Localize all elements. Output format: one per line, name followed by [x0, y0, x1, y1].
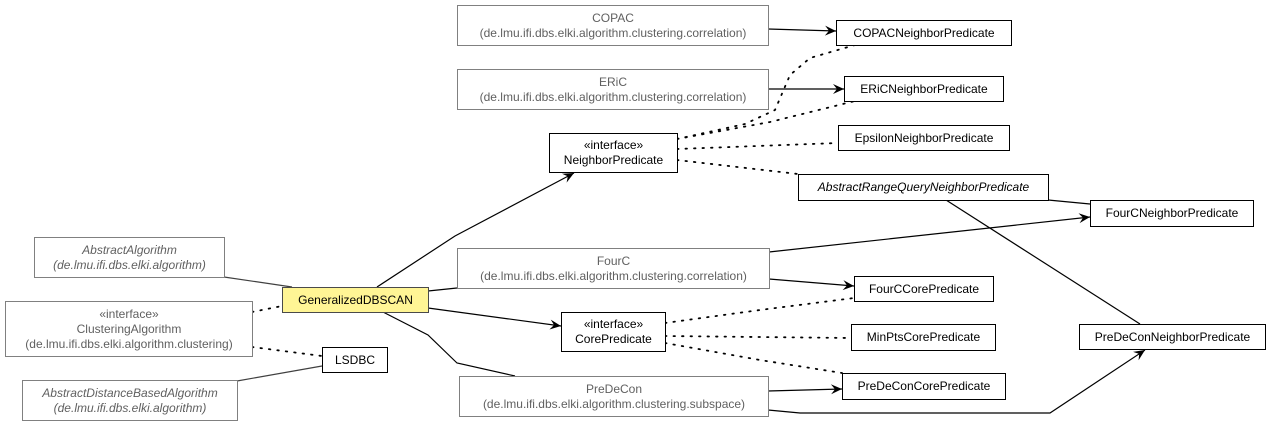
node-name: FourC [596, 253, 631, 268]
edge-gdbscan-abstract-algorithm [223, 276, 293, 288]
node-package: (de.lmu.ifi.dbs.elki.algorithm.clusterin… [480, 268, 747, 283]
node-name: NeighborPredicate [563, 153, 664, 167]
edge-gdbscan-clustering-algorithm [251, 305, 283, 313]
edge-gdbscan-predecon [382, 311, 516, 377]
edge-fourc-fourc-neighbor-predicate [768, 213, 1091, 253]
node-clustering-algorithm[interactable]: «interface» ClusteringAlgorithm (de.lmu.… [5, 301, 253, 357]
edge-lsdbc-abstract-distance-based-algorithm [236, 365, 323, 382]
node-name: FourCNeighborPredicate [1105, 206, 1239, 220]
node-core-predicate[interactable]: «interface» CorePredicate [561, 312, 666, 352]
node-abstract-algorithm[interactable]: AbstractAlgorithm (de.lmu.ifi.dbs.elki.a… [34, 237, 225, 278]
node-name: GeneralizedDBSCAN [298, 292, 413, 307]
edge-minpts-core-core-predicate [664, 335, 852, 339]
node-name: AbstractDistanceBasedAlgorithm [42, 385, 218, 400]
node-stereotype: «interface» [99, 306, 159, 321]
node-name: CorePredicate [575, 332, 652, 346]
edge-gdbscan-fourc [427, 287, 458, 292]
node-name: ERiC [598, 74, 627, 89]
edge-predecon-predecon-neighbor-predicate [767, 349, 1146, 414]
node-fourc[interactable]: FourC (de.lmu.ifi.dbs.elki.algorithm.clu… [457, 248, 770, 289]
node-name: EpsilonNeighborPredicate [854, 130, 994, 145]
node-package: (de.lmu.ifi.dbs.elki.algorithm.clusterin… [479, 25, 747, 40]
edge-arq-np-neighbor-predicate [676, 159, 799, 175]
node-epsilon-neighbor-predicate[interactable]: EpsilonNeighborPredicate [838, 125, 1010, 151]
node-name: ERiCNeighborPredicate [860, 81, 988, 96]
node-abstract-range-query-neighbor-predicate[interactable]: AbstractRangeQueryNeighborPredicate [798, 174, 1049, 201]
node-stereotype: «interface» [583, 138, 644, 152]
node-name: AbstractAlgorithm [82, 242, 177, 257]
edge-gdbscan-core-predicate [427, 307, 562, 330]
node-name: AbstractRangeQueryNeighborPredicate [817, 180, 1030, 194]
node-package: (de.lmu.ifi.dbs.elki.algorithm) [53, 400, 207, 415]
node-generalized-dbscan[interactable]: GeneralizedDBSCAN [282, 287, 429, 313]
node-fourc-neighbor-predicate[interactable]: FourCNeighborPredicate [1090, 200, 1254, 227]
edge-predecon-core-core-predicate [664, 342, 843, 374]
node-predecon[interactable]: PreDeCon (de.lmu.ifi.dbs.elki.algorithm.… [459, 376, 769, 417]
node-copac[interactable]: COPAC (de.lmu.ifi.dbs.elki.algorithm.clu… [457, 5, 769, 46]
edge-predecon-np-arq-np [945, 199, 1141, 325]
node-package: (de.lmu.ifi.dbs.elki.algorithm.clusterin… [482, 396, 746, 411]
node-name: PreDeCon [585, 381, 643, 396]
node-minpts-core-predicate[interactable]: MinPtsCorePredicate [851, 324, 996, 351]
node-fourc-core-predicate[interactable]: FourCCorePredicate [854, 276, 994, 302]
node-neighbor-predicate[interactable]: «interface» NeighborPredicate [549, 133, 678, 173]
node-lsdbc[interactable]: LSDBC [322, 347, 388, 373]
edge-copac-copac-neighbor-predicate [767, 25, 837, 36]
node-name: PreDeConCorePredicate [857, 379, 991, 393]
node-name: MinPtsCorePredicate [866, 330, 981, 344]
node-stereotype: «interface» [583, 317, 644, 331]
node-name: LSDBC [334, 352, 375, 367]
node-predecon-core-predicate[interactable]: PreDeConCorePredicate [842, 373, 1006, 400]
node-name: PreDeConNeighborPredicate [1094, 329, 1251, 344]
edge-eric-np-neighbor-predicate [676, 100, 856, 140]
node-copac-neighbor-predicate[interactable]: COPACNeighborPredicate [836, 20, 1012, 46]
edge-lsdbc-clustering-algorithm [251, 346, 323, 357]
edge-epsilon-np-neighbor-predicate [676, 142, 839, 150]
node-package: (de.lmu.ifi.dbs.elki.algorithm.clusterin… [25, 336, 233, 351]
edge-fourc-fourc-core-predicate [768, 278, 855, 291]
node-name: ClusteringAlgorithm [76, 321, 182, 336]
edge-predecon-predecon-core-predicate [767, 384, 843, 395]
node-name: COPAC [592, 10, 634, 25]
node-name: FourCCorePredicate [868, 281, 980, 296]
node-name: COPACNeighborPredicate [853, 25, 995, 40]
node-abstract-distance-based-algorithm[interactable]: AbstractDistanceBasedAlgorithm (de.lmu.i… [22, 380, 238, 421]
node-package: (de.lmu.ifi.dbs.elki.algorithm.clusterin… [479, 89, 747, 104]
edge-fourc-core-core-predicate [664, 297, 855, 324]
node-predecon-neighbor-predicate[interactable]: PreDeConNeighborPredicate [1079, 324, 1266, 350]
edge-gdbscan-neighbor-predicate [376, 172, 575, 288]
edge-fourc-np-arq-np [1047, 199, 1091, 205]
node-package: (de.lmu.ifi.dbs.elki.algorithm) [53, 257, 206, 272]
node-eric-neighbor-predicate[interactable]: ERiCNeighborPredicate [844, 76, 1004, 102]
node-eric[interactable]: ERiC (de.lmu.ifi.dbs.elki.algorithm.clus… [457, 69, 769, 110]
